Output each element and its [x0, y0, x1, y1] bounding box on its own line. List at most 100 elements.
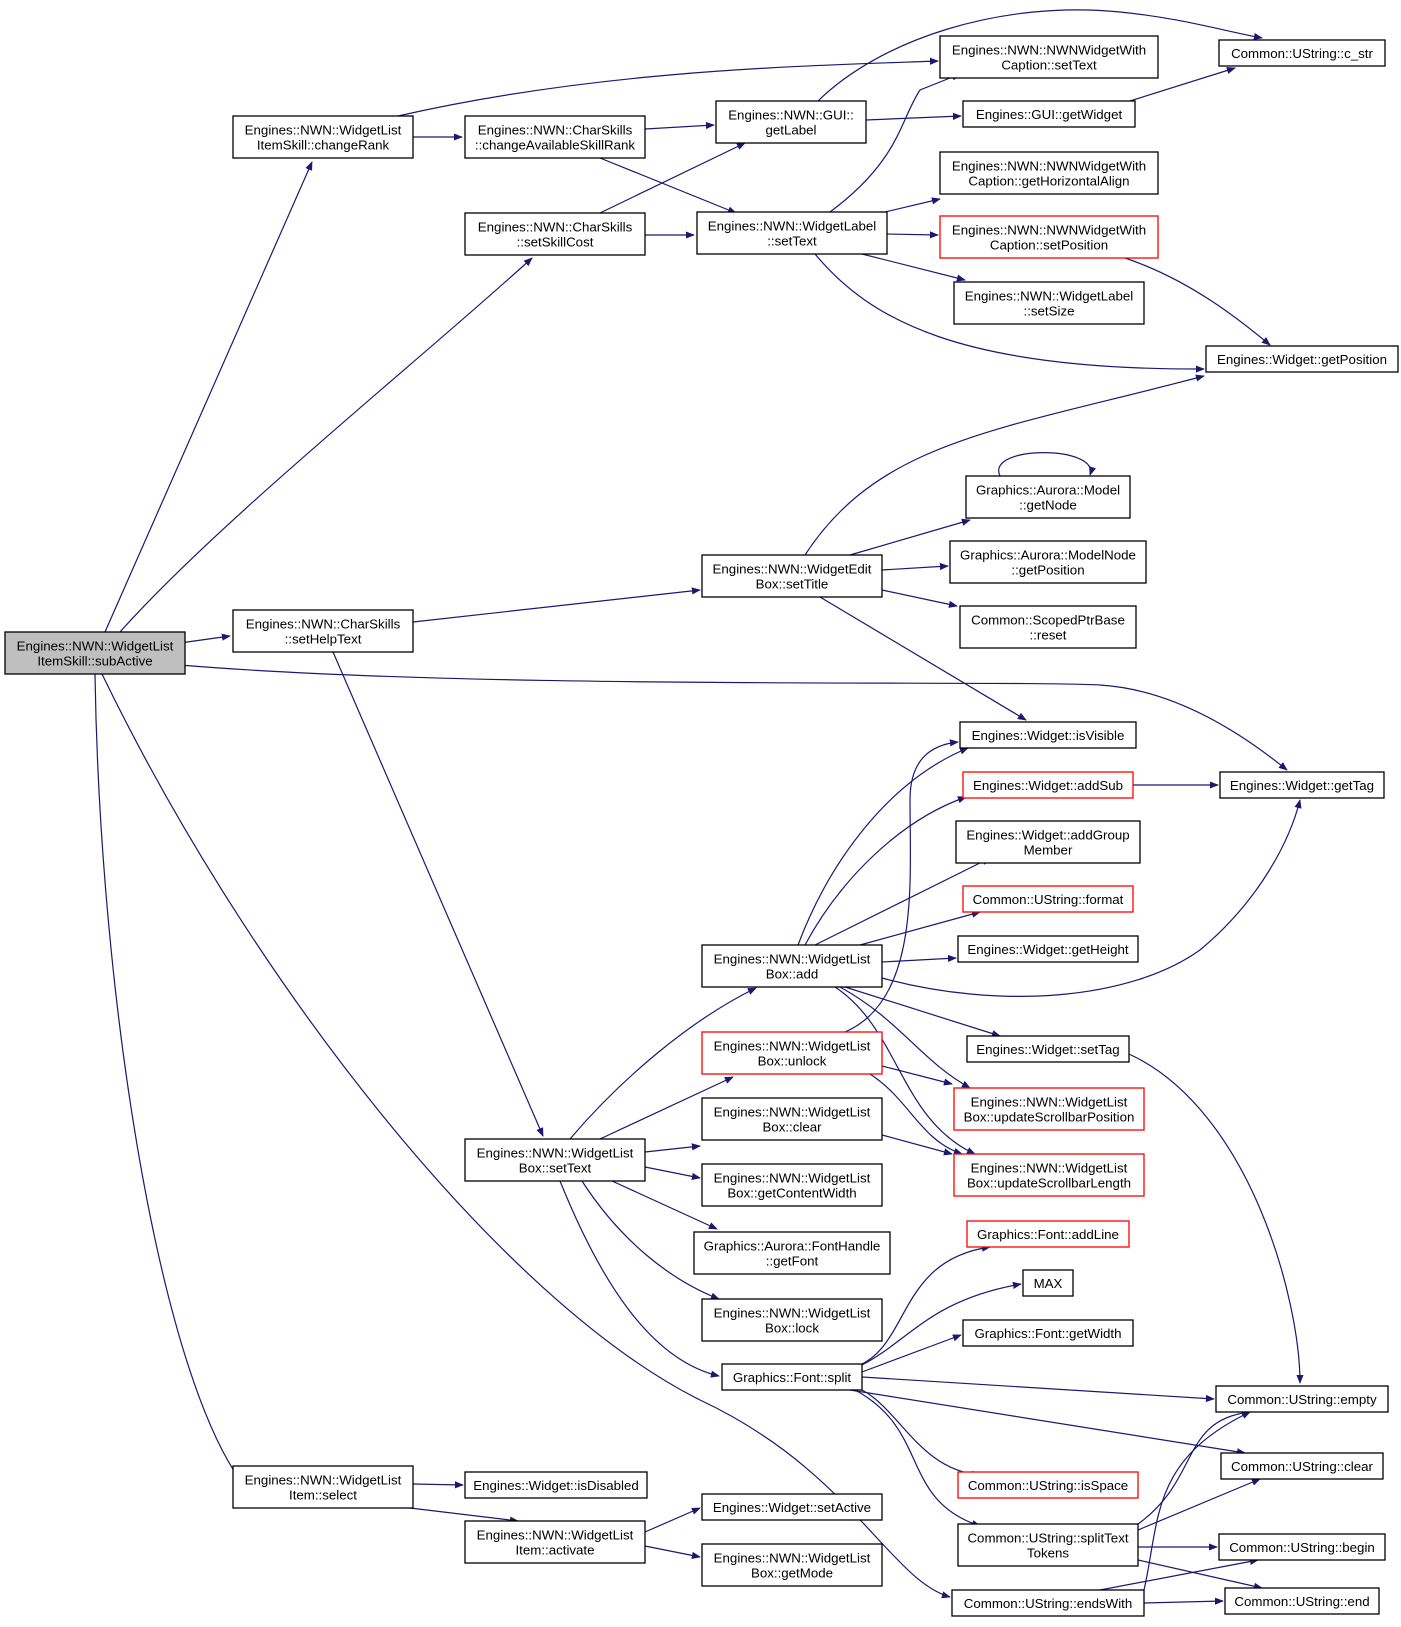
- edge-line: [1137, 1478, 1261, 1531]
- node-modelGetNode[interactable]: Graphics::Aurora::Model::getNode: [965, 475, 1131, 519]
- node-label: Item::select: [289, 1488, 357, 1503]
- node-usEndsWith[interactable]: Common::UString::endsWith: [951, 1589, 1145, 1617]
- edge-lbAdd-to-usFormat: [859, 910, 981, 946]
- node-wIsDisabled[interactable]: Engines::Widget::isDisabled: [464, 1471, 648, 1499]
- node-label: Engines::NWN::WidgetList: [714, 952, 871, 967]
- node-box: [949, 540, 1147, 584]
- node-capSetPos[interactable]: Engines::NWN::NWNWidgetWithCaption::setP…: [939, 215, 1159, 259]
- node-box: [1220, 1452, 1384, 1480]
- node-guiGetWidget[interactable]: Engines::GUI::getWidget: [962, 100, 1136, 128]
- node-wSetActive[interactable]: Engines::Widget::setActive: [701, 1493, 883, 1521]
- edge-lbSetText-to-lbLock: [581, 1180, 720, 1300]
- edge-subActive-to-setSkillCost: [119, 257, 533, 633]
- node-usBegin[interactable]: Common::UString::begin: [1218, 1533, 1386, 1561]
- node-label: Engines::Widget::getTag: [1230, 778, 1374, 793]
- edge-line: [412, 587, 701, 623]
- edge-line: [884, 197, 941, 213]
- node-wGetTag[interactable]: Engines::Widget::getTag: [1219, 771, 1385, 799]
- node-label: Item::activate: [515, 1543, 594, 1558]
- edge-lbAdd-to-wGetHeight: [881, 954, 957, 963]
- node-capHAlign[interactable]: Engines::NWN::NWNWidgetWithCaption::getH…: [939, 151, 1159, 195]
- edge-guiGetWidget-to-usCStr: [1129, 66, 1236, 102]
- edge-subActive-to-usEndsWith: [101, 673, 951, 1599]
- edge-subActive-to-itemSelect: [94, 673, 247, 1489]
- node-lbUpdScrollPos[interactable]: Engines::NWN::WidgetListBox::updateScrol…: [953, 1087, 1145, 1131]
- node-fontGetWidth[interactable]: Graphics::Font::getWidth: [962, 1319, 1134, 1347]
- edge-line: [599, 157, 737, 214]
- node-lbContentWidth[interactable]: Engines::NWN::WidgetListBox::getContentW…: [701, 1163, 883, 1207]
- node-guiGetLabel[interactable]: Engines::NWN::GUI::getLabel: [715, 100, 867, 144]
- edge-wlSetText-to-capSetPos: [886, 231, 939, 239]
- node-lbUpdScrollLen[interactable]: Engines::NWN::WidgetListBox::updateScrol…: [953, 1153, 1145, 1197]
- edge-line: [1143, 1597, 1224, 1605]
- edge-line: [797, 747, 969, 946]
- edge-line: [844, 739, 959, 1033]
- node-usFormat[interactable]: Common::UString::format: [962, 885, 1134, 913]
- node-box: [701, 1298, 883, 1342]
- node-spReset[interactable]: Common::ScopedPtrBase::reset: [959, 605, 1137, 649]
- node-label: Box::updateScrollbarLength: [967, 1176, 1131, 1191]
- edge-itemSelect-to-itemActivate: [409, 1507, 519, 1524]
- node-fontAddLine[interactable]: Graphics::Font::addLine: [966, 1220, 1130, 1248]
- edge-line: [814, 253, 1205, 373]
- node-fhGetFont[interactable]: Graphics::Aurora::FontHandle::getFont: [693, 1231, 891, 1275]
- node-box: [1022, 1269, 1074, 1297]
- node-box: [464, 115, 646, 159]
- node-wGetHeight[interactable]: Engines::Widget::getHeight: [957, 935, 1139, 963]
- edge-line: [861, 1244, 991, 1365]
- node-box: [966, 1035, 1130, 1063]
- node-label: Caption::setPosition: [990, 238, 1108, 253]
- node-label: Engines::NWN::CharSkills: [478, 123, 633, 138]
- node-label: Engines::Widget::addGroup: [966, 828, 1129, 843]
- node-box: [701, 1031, 883, 1075]
- edge-line: [998, 452, 1096, 477]
- node-label: Graphics::Font::addLine: [977, 1227, 1119, 1242]
- node-setHelpText[interactable]: Engines::NWN::CharSkills::setHelpText: [232, 609, 414, 653]
- node-subActive[interactable]: Engines::NWN::WidgetListItemSkill::subAc…: [4, 631, 186, 675]
- node-box: [951, 1589, 1145, 1617]
- node-mnGetPos[interactable]: Graphics::Aurora::ModelNode::getPosition: [949, 540, 1147, 584]
- edge-line: [881, 589, 958, 608]
- node-fontSplit[interactable]: Graphics::Font::split: [721, 1363, 863, 1391]
- node-usEnd[interactable]: Common::UString::end: [1224, 1587, 1380, 1615]
- node-box: [701, 1543, 883, 1587]
- node-wlSetText[interactable]: Engines::NWN::WidgetLabel::setText: [696, 211, 888, 255]
- edge-lbSetText-to-lbClear: [644, 1143, 701, 1153]
- node-usIsSpace[interactable]: Common::UString::isSpace: [957, 1471, 1139, 1499]
- node-label: Engines::NWN::WidgetList: [245, 1473, 402, 1488]
- edge-line: [332, 651, 544, 1137]
- node-wSetTag[interactable]: Engines::Widget::setTag: [966, 1035, 1130, 1063]
- node-capSetText[interactable]: Engines::NWN::NWNWidgetWithCaption::setT…: [939, 35, 1159, 79]
- node-wIsVisible[interactable]: Engines::Widget::isVisible: [959, 721, 1137, 749]
- node-box: [953, 1153, 1145, 1197]
- node-changeRank[interactable]: Engines::NWN::WidgetListItemSkill::chang…: [232, 115, 414, 159]
- node-changeAvail[interactable]: Engines::NWN::CharSkills::changeAvailabl…: [464, 115, 646, 159]
- edge-lbAdd-to-wGetTag: [881, 799, 1302, 997]
- edge-line: [804, 796, 967, 946]
- node-usCStr[interactable]: Common::UString::c_str: [1218, 39, 1386, 67]
- node-wlSetSize[interactable]: Engines::NWN::WidgetLabel::setSize: [953, 281, 1145, 325]
- edge-line: [881, 954, 957, 963]
- node-usEmpty[interactable]: Common::UString::empty: [1215, 1385, 1389, 1413]
- edge-line: [829, 73, 961, 213]
- node-box: [962, 1319, 1134, 1347]
- node-max[interactable]: MAX: [1022, 1269, 1074, 1297]
- edge-modelGetNode-to-modelGetNode: [998, 452, 1096, 477]
- node-setSkillCost[interactable]: Engines::NWN::CharSkills::setSkillCost: [464, 212, 646, 256]
- node-wAddSub[interactable]: Engines::Widget::addSub: [962, 771, 1134, 799]
- node-wGetPosition[interactable]: Engines::Widget::getPosition: [1205, 345, 1399, 373]
- edge-line: [1124, 257, 1271, 346]
- node-usClear[interactable]: Common::UString::clear: [1220, 1452, 1384, 1480]
- edge-fontSplit-to-fontGetWidth: [861, 1334, 962, 1373]
